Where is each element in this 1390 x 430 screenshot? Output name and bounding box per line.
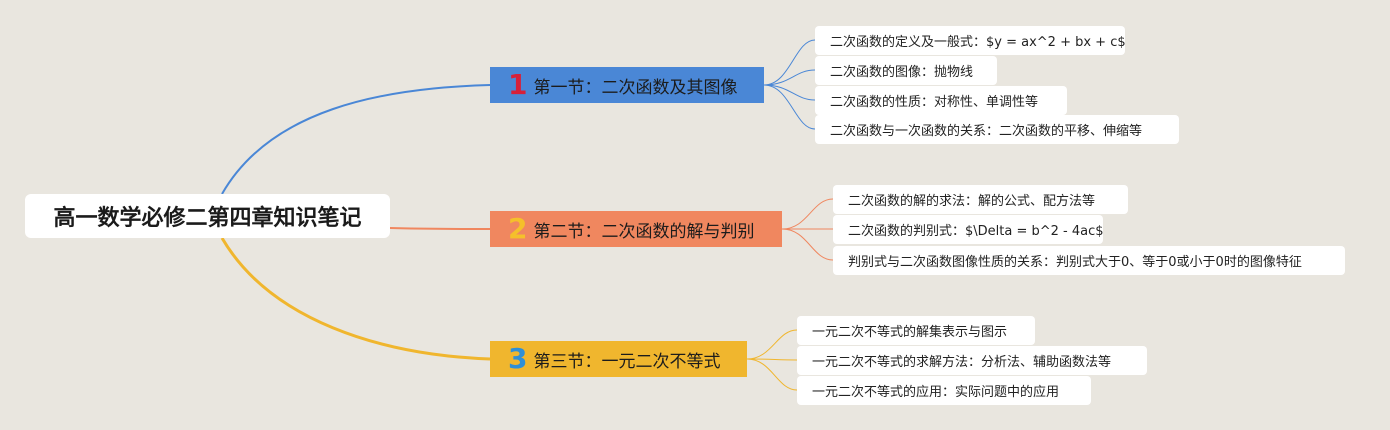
connectors-branch-3 (746, 329, 798, 391)
connector-root-branch-1 (221, 84, 491, 195)
leaf-node-inequality-solution-set[interactable]: 一元二次不等式的解集表示与图示 (797, 316, 1035, 345)
branch-1-label: 第一节：二次函数及其图像 (533, 77, 738, 98)
branch-node-3[interactable]: 3 第三节：一元二次不等式 (490, 341, 747, 377)
number-1-icon: 1 (508, 68, 528, 101)
leaf-node-quadratic-definition[interactable]: 二次函数的定义及一般式：$y = ax^2 + bx + c$ (815, 26, 1126, 55)
leaf-node-inequality-applications[interactable]: 一元二次不等式的应用：实际问题中的应用 (797, 376, 1091, 405)
leaf-node-quadratic-properties[interactable]: 二次函数的性质：对称性、单调性等 (815, 86, 1067, 115)
connector-root-branch-2 (389, 227, 491, 230)
leaf-node-inequality-methods[interactable]: 一元二次不等式的求解方法：分析法、辅助函数法等 (797, 346, 1147, 375)
root-node-title[interactable]: 高一数学必修二第四章知识笔记 (25, 194, 390, 238)
branch-node-1[interactable]: 1 第一节：二次函数及其图像 (490, 67, 764, 103)
leaf-node-quadratic-graph[interactable]: 二次函数的图像：抛物线 (815, 56, 997, 85)
number-2-icon: 2 (508, 212, 528, 245)
leaf-node-quadratic-linear-relation[interactable]: 二次函数与一次函数的关系：二次函数的平移、伸缩等 (815, 115, 1179, 144)
branch-node-2[interactable]: 2 第二节：二次函数的解与判别 (490, 211, 782, 247)
leaf-node-solution-methods[interactable]: 二次函数的解的求法：解的公式、配方法等 (833, 185, 1128, 214)
branch-2-label: 第二节：二次函数的解与判别 (533, 221, 755, 242)
connectors-branch-2 (781, 198, 834, 261)
connector-root-branch-3 (220, 237, 491, 361)
leaf-node-discriminant-graph-relation[interactable]: 判别式与二次函数图像性质的关系：判别式大于0、等于0或小于0时的图像特征 (833, 246, 1345, 275)
leaf-node-discriminant[interactable]: 二次函数的判别式：$\Delta = b^2 - 4ac$ (833, 215, 1104, 244)
branch-3-label: 第三节：一元二次不等式 (533, 351, 721, 372)
number-3-icon: 3 (508, 342, 528, 375)
connectors-branch-1 (763, 39, 816, 130)
